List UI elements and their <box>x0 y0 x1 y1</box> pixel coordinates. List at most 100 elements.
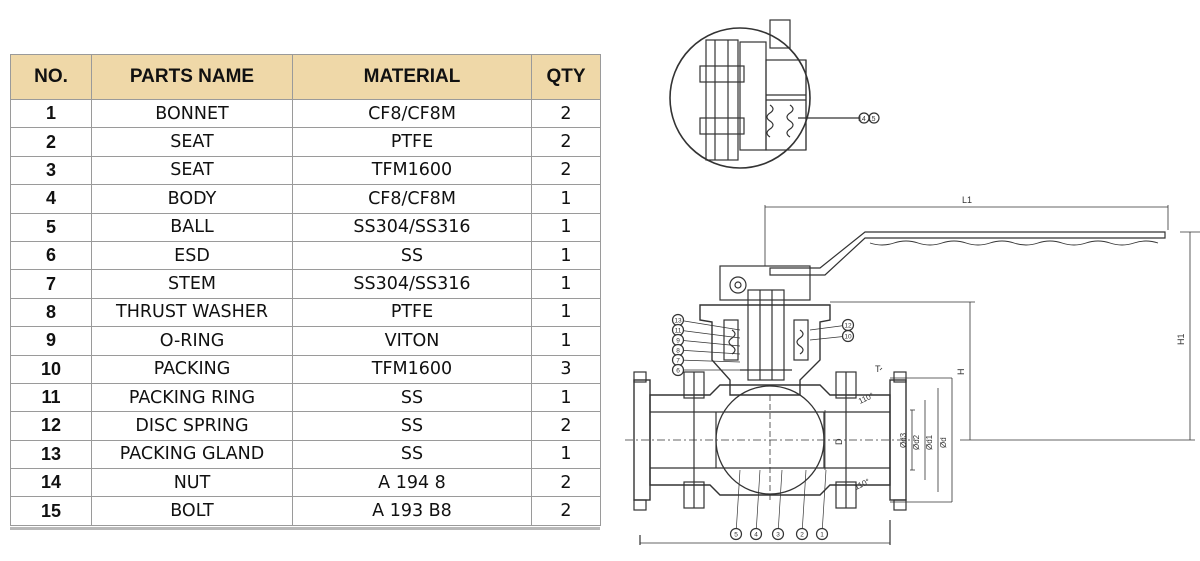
callout-circle <box>749 527 763 541</box>
cell-parts-name: SEAT <box>91 127 293 157</box>
header-material: MATERIAL <box>292 54 532 100</box>
detail-view: 14 15 <box>669 19 880 169</box>
cell-qty: 2 <box>531 155 601 186</box>
cell-no: 11 <box>10 382 92 413</box>
cell-qty: 1 <box>531 297 601 328</box>
cell-material: VITON <box>292 326 532 356</box>
callout-number: 13 <box>674 318 682 325</box>
table-header-row: NO. PARTS NAME MATERIAL QTY <box>10 54 601 100</box>
cell-no: 2 <box>10 127 92 157</box>
cell-qty: 1 <box>531 326 601 356</box>
cell-no: 7 <box>10 269 92 299</box>
cell-material: SS304/SS316 <box>292 269 532 299</box>
cell-material: SS <box>292 411 532 441</box>
cell-no: 8 <box>10 297 92 328</box>
cell-qty: 1 <box>531 212 601 242</box>
cell-no: 1 <box>10 98 92 129</box>
cell-qty: 1 <box>531 240 601 271</box>
cell-no: 3 <box>10 155 92 186</box>
callout-leader <box>677 329 741 339</box>
cell-parts-name: THRUST WASHER <box>91 297 293 328</box>
cell-material: SS <box>292 240 532 271</box>
valve-body <box>625 371 915 545</box>
valve-drawing: 14 15 L1 H1 H <box>625 19 1200 545</box>
callout-leader <box>777 469 783 535</box>
cell-parts-name: PACKING <box>91 354 293 384</box>
callout-number: 8 <box>676 348 680 355</box>
cell-no: 9 <box>10 326 92 356</box>
cell-material: SS <box>292 382 532 413</box>
cell-parts-name: BOLT <box>91 496 293 526</box>
callout-leader <box>735 469 741 535</box>
cell-material: A 193 B8 <box>292 496 532 526</box>
callout-number: 6 <box>676 368 680 375</box>
header-qty: QTY <box>531 54 601 100</box>
cell-qty: 1 <box>531 184 601 214</box>
detail-callout-label: 14 15 <box>858 116 876 123</box>
cell-material: CF8/CF8M <box>292 184 532 214</box>
callout-circle <box>841 329 855 343</box>
cell-parts-name: BODY <box>91 184 293 214</box>
dim-h-label: H <box>956 369 966 376</box>
cell-no: 12 <box>10 411 92 441</box>
callout-leader <box>677 349 741 355</box>
callout-number: 2 <box>800 532 804 539</box>
dim-t-label: T <box>875 364 881 374</box>
dim-l1-label: L1 <box>962 195 972 205</box>
cell-parts-name: ESD <box>91 240 293 271</box>
cell-no: 5 <box>10 212 92 242</box>
cell-material: SS304/SS316 <box>292 212 532 242</box>
dimension-h1: H1 <box>960 231 1200 441</box>
cell-no: 4 <box>10 184 92 214</box>
cell-qty: 1 <box>531 382 601 413</box>
cell-no: 10 <box>10 354 92 384</box>
dim-d1-label: Ød1 <box>925 434 934 450</box>
callout-number: 5 <box>734 532 738 539</box>
cell-qty: 3 <box>531 354 601 384</box>
cell-parts-name: SEAT <box>91 155 293 186</box>
callout-circle <box>795 527 809 541</box>
header-no: NO. <box>10 54 92 100</box>
cell-material: TFM1600 <box>292 155 532 186</box>
callout-leader <box>755 469 761 535</box>
cell-no: 14 <box>10 468 92 498</box>
dim-h1-label: H1 <box>1176 333 1186 345</box>
table-bottom-rule <box>10 527 600 530</box>
callout-number: 12 <box>844 323 852 330</box>
callout-number: 4 <box>754 532 758 539</box>
callout-number: 9 <box>676 338 680 345</box>
cell-qty: 2 <box>531 98 601 129</box>
cell-parts-name: PACKING GLAND <box>91 439 293 470</box>
dim-d-label: D <box>834 438 844 445</box>
callout-leader <box>677 339 741 347</box>
end-dimensions: T 110° 110° D Ød3 Ød2 Ød1 Ød <box>824 364 953 503</box>
callout-leader <box>801 469 807 535</box>
callout-leader <box>821 469 827 535</box>
cell-material: PTFE <box>292 297 532 328</box>
cell-no: 13 <box>10 439 92 470</box>
bonnet-stem <box>699 289 831 396</box>
callout-circle <box>671 363 685 377</box>
callout-leader <box>677 359 741 363</box>
dim-d3-label: Ød3 <box>899 432 908 448</box>
callout-circle <box>771 527 785 541</box>
cell-parts-name: STEM <box>91 269 293 299</box>
dim-dd-label: Ød <box>939 437 948 448</box>
cell-parts-name: NUT <box>91 468 293 498</box>
dim-d2-label: Ød2 <box>912 434 921 450</box>
angle-bottom-label: 110° <box>853 477 871 492</box>
